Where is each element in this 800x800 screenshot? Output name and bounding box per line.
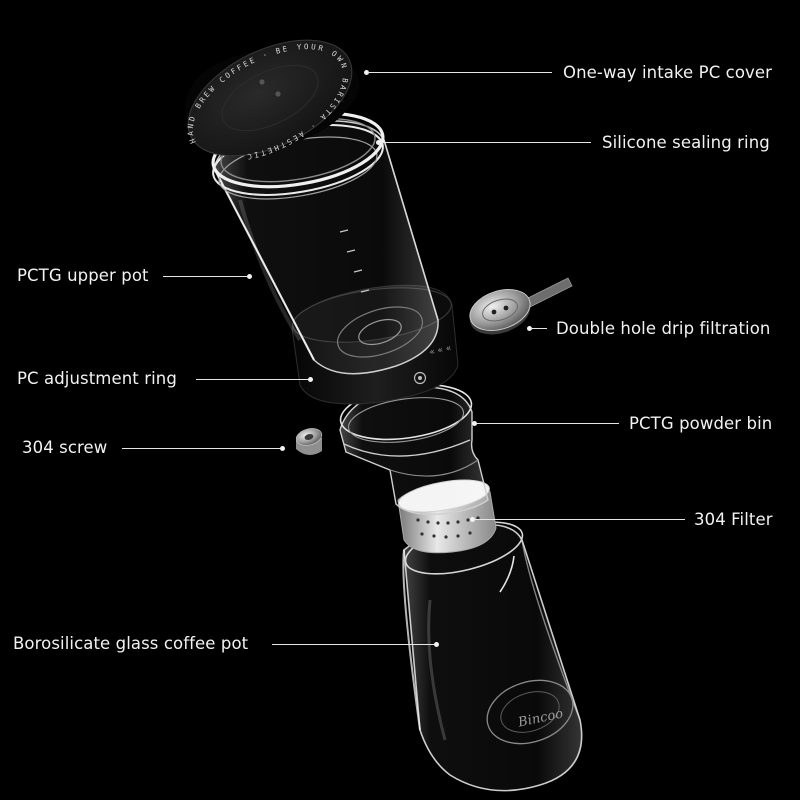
callout-label-drip-filtration: Double hole drip filtration	[556, 319, 771, 338]
drip-filtration-disc	[469, 277, 573, 335]
callout-label-glass-pot: Borosilicate glass coffee pot	[13, 634, 249, 653]
metal-screw	[295, 428, 323, 456]
callout-label-powder-bin: PCTG powder bin	[629, 414, 773, 433]
callout-label-adjustment-ring: PC adjustment ring	[17, 369, 177, 388]
callout-label-intake-cover: One-way intake PC cover	[563, 63, 773, 82]
callout-label-filter: 304 Filter	[694, 510, 773, 529]
callout-label-screw: 304 screw	[22, 438, 108, 457]
svg-text:« « «: « « «	[429, 344, 453, 358]
glass-coffee-pot	[402, 521, 583, 792]
callout-label-sealing-ring: Silicone sealing ring	[602, 133, 770, 152]
callout-label-upper-pot: PCTG upper pot	[17, 266, 149, 285]
